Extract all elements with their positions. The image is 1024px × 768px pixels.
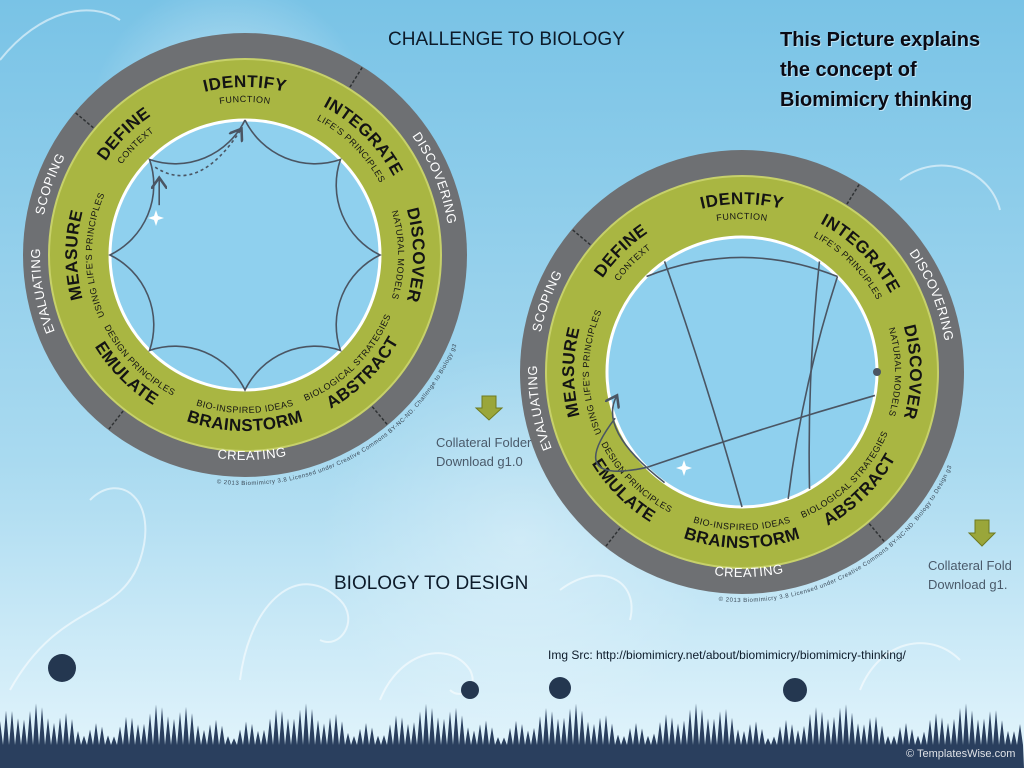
step-subtitle-identify: FUNCTION <box>716 211 769 223</box>
collateral-folder-link[interactable]: Collateral Fold <box>928 558 1012 573</box>
title-challenge-to-biology: CHALLENGE TO BIOLOGY <box>388 29 625 50</box>
download-arrow-left-icon[interactable] <box>474 395 504 421</box>
explanation-line-3: Biomimicry thinking <box>780 89 973 111</box>
title-biology-to-design: BIOLOGY TO DESIGN <box>334 573 529 594</box>
grass-silhouette <box>0 703 1024 768</box>
templates-credit: © TemplatesWise.com <box>906 748 1016 760</box>
explanation-line-2: the concept of <box>780 59 917 81</box>
phase-label-creating: CREATING <box>714 561 785 580</box>
download-version-link[interactable]: Download g1. <box>928 577 1008 592</box>
collateral-download-left[interactable]: Collateral Folder Download g1.0 <box>436 433 531 471</box>
biomimicry-diagram-biology-to-design: SCOPINGDISCOVERINGCREATINGEVALUATINGIDEN… <box>520 150 964 604</box>
download-version-link[interactable]: Download g1.0 <box>436 454 523 469</box>
process-lines <box>595 256 881 508</box>
phase-label-creating: CREATING <box>217 444 288 463</box>
step-title-identify: IDENTIFY <box>201 72 288 96</box>
biomimicry-diagram-challenge-to-biology: SCOPINGDISCOVERINGCREATINGEVALUATINGIDEN… <box>23 33 467 487</box>
explanation-note: This Picture explains the concept of Bio… <box>780 25 980 115</box>
flower-silhouettes <box>48 654 807 702</box>
collateral-folder-link[interactable]: Collateral Folder <box>436 435 532 450</box>
process-lines <box>108 119 382 392</box>
image-source-link[interactable]: Img Src: http://biomimicry.net/about/bio… <box>548 648 906 662</box>
sparkle-icon <box>148 210 692 476</box>
explanation-line-1: This Picture explains <box>780 29 981 51</box>
step-title-identify: IDENTIFY <box>698 189 785 213</box>
collateral-download-right[interactable]: Collateral Fold Download g1. <box>928 556 1024 594</box>
download-arrow-right-icon[interactable] <box>967 519 997 547</box>
step-subtitle-identify: FUNCTION <box>219 94 272 106</box>
swirl-decoration <box>0 9 1001 701</box>
